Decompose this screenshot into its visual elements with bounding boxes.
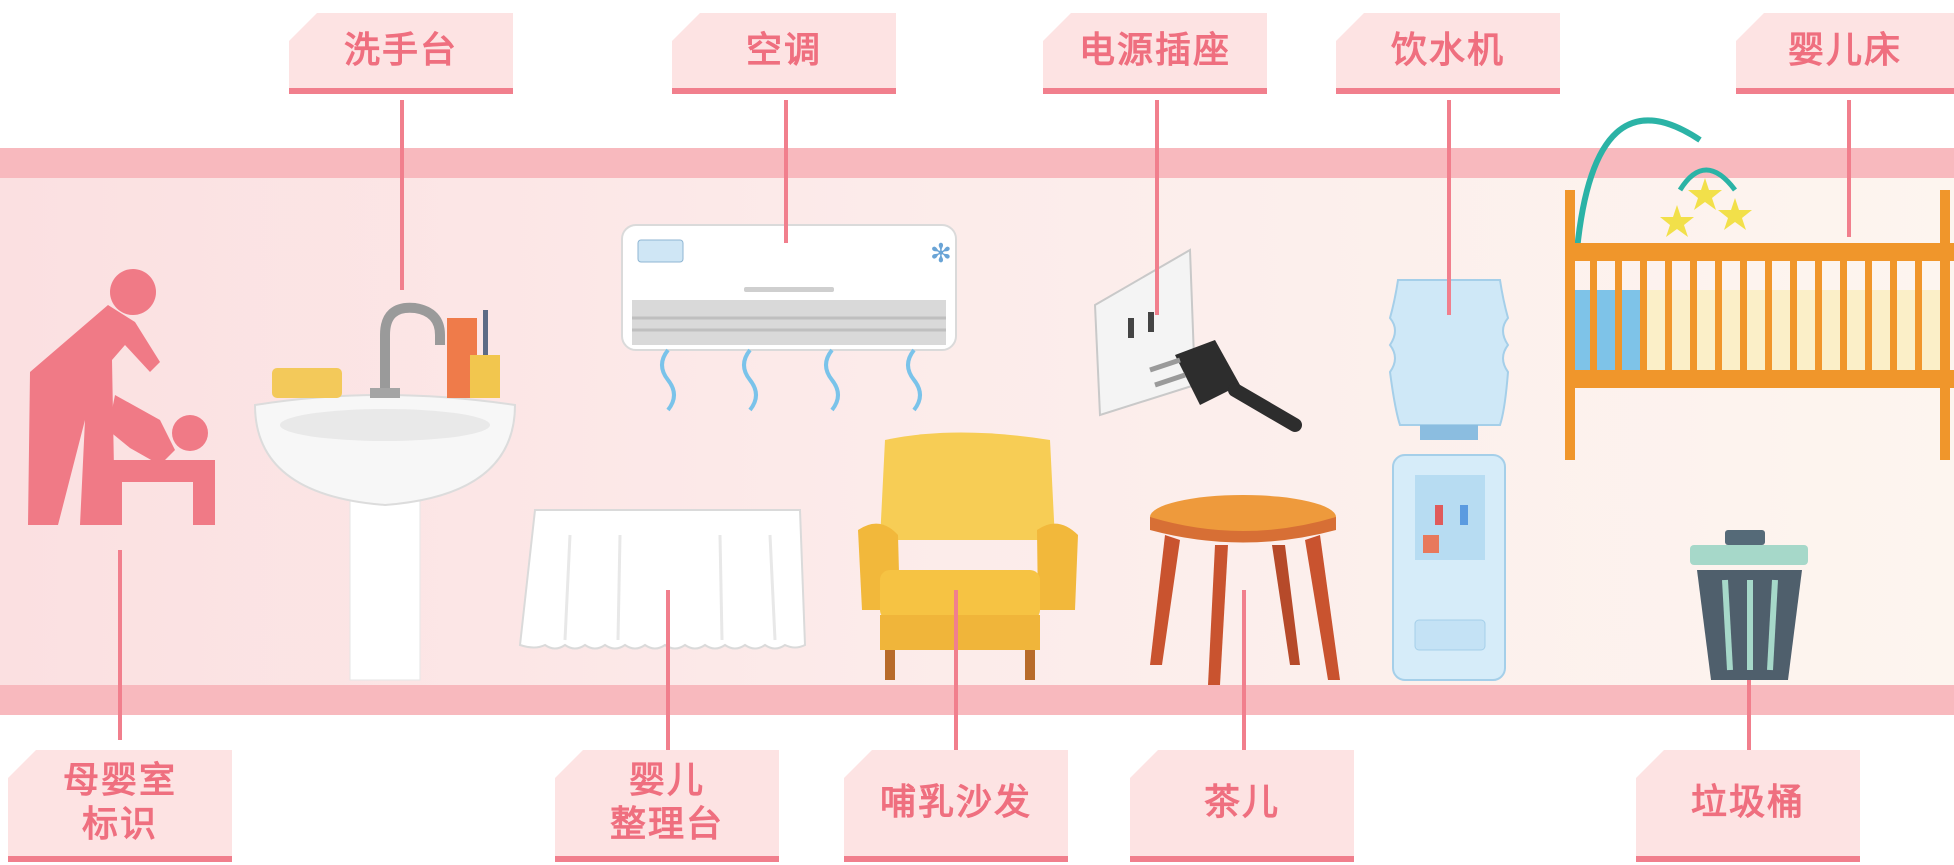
- leader-line-mother-baby-sign: [118, 550, 122, 740]
- leader-line-power-socket: [1155, 100, 1159, 315]
- leader-line-baby-changing-table: [666, 590, 670, 750]
- crib-icon: [1565, 117, 1954, 460]
- label-mother-baby-sign: 母婴室 标识: [8, 750, 232, 862]
- trash-bin-icon: [1690, 530, 1808, 680]
- sink-icon: [253, 302, 517, 681]
- mother-baby-sign-icon: [28, 269, 215, 525]
- svg-text:✻: ✻: [930, 239, 952, 269]
- label-power-socket: 电源插座: [1043, 13, 1267, 94]
- top-band: [0, 148, 1954, 178]
- baby-changing-table-icon: [518, 509, 807, 650]
- label-nursing-sofa: 哺乳沙发: [844, 750, 1068, 862]
- water-dispenser-icon: [1388, 279, 1510, 681]
- label-trash-bin: 垃圾桶: [1636, 750, 1860, 862]
- leader-line-nursing-sofa: [954, 590, 958, 750]
- nursing-sofa-icon: [858, 432, 1078, 680]
- label-sink: 洗手台: [289, 13, 513, 94]
- label-crib: 婴儿床: [1736, 13, 1954, 94]
- leader-line-trash-bin: [1747, 680, 1751, 750]
- label-tea-table: 茶儿: [1130, 750, 1354, 862]
- power-socket-icon: [1093, 248, 1302, 432]
- label-air-conditioner: 空调: [672, 13, 896, 94]
- label-baby-changing-table: 婴儿 整理台: [555, 750, 779, 862]
- leader-line-sink: [400, 100, 404, 290]
- leader-line-crib: [1847, 100, 1851, 237]
- air-conditioner-icon: ✻: [621, 224, 957, 412]
- leader-line-tea-table: [1242, 590, 1246, 750]
- label-water-dispenser: 饮水机: [1336, 13, 1560, 94]
- leader-line-air-conditioner: [784, 100, 788, 243]
- leader-line-water-dispenser: [1447, 100, 1451, 315]
- floor-band: [0, 685, 1954, 715]
- tea-table-icon: [1150, 495, 1340, 685]
